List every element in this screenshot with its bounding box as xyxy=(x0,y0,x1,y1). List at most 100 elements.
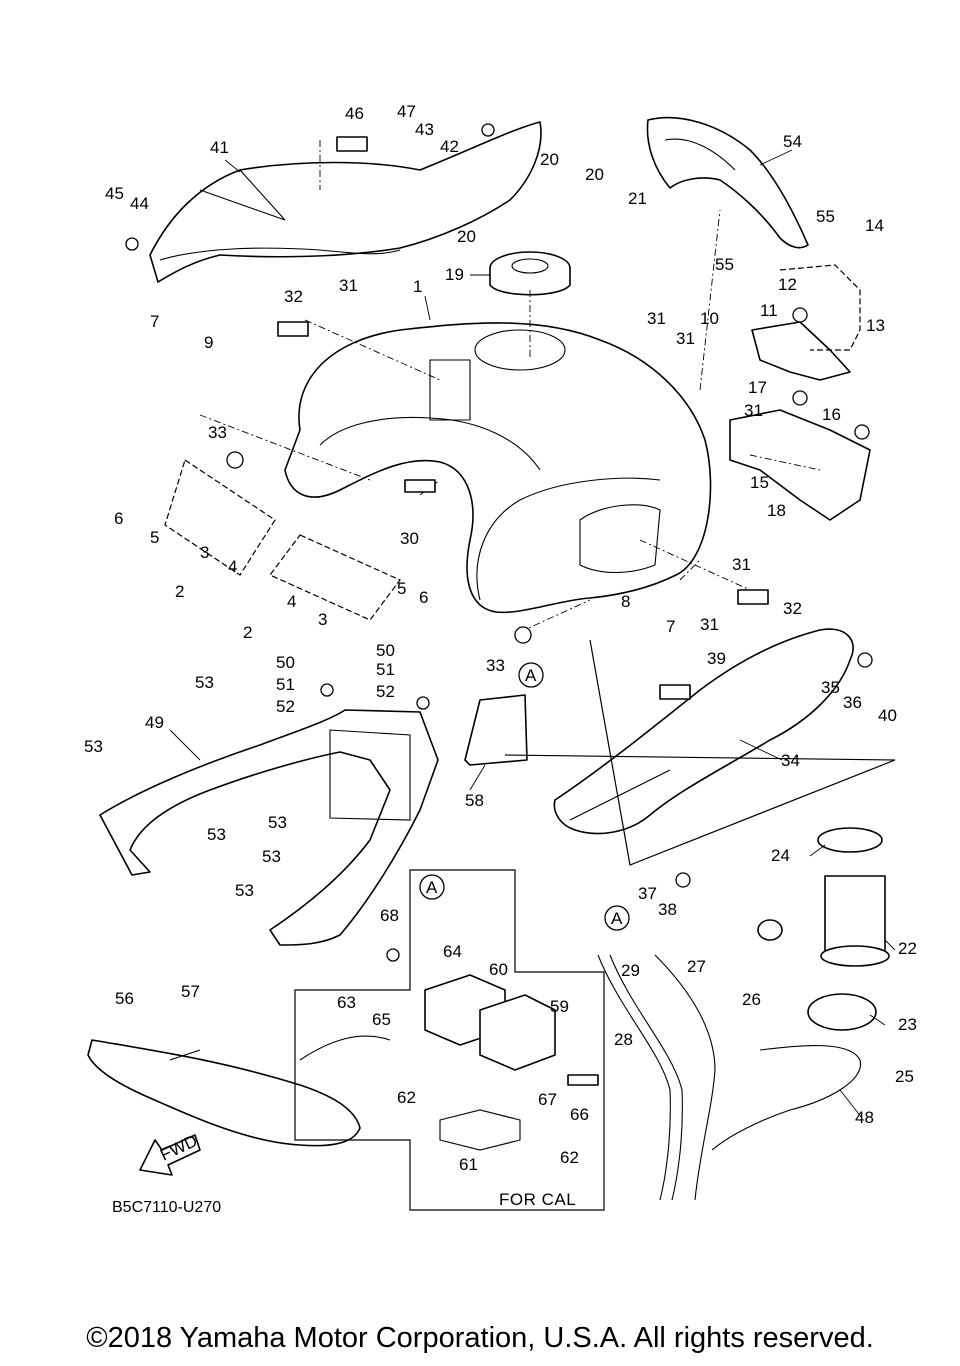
callout-52: 52 xyxy=(276,697,295,716)
fuel-pump xyxy=(711,827,890,1151)
callout-33: 33 xyxy=(208,423,227,442)
callout-10: 10 xyxy=(700,309,719,328)
callout-31: 31 xyxy=(339,276,358,295)
callout-9: 9 xyxy=(204,333,213,352)
fuel-cap xyxy=(489,251,571,296)
callout-58: 58 xyxy=(465,791,484,810)
callout-11: 11 xyxy=(760,301,778,320)
callout-38: 38 xyxy=(658,900,677,919)
callout-50: 50 xyxy=(376,641,395,660)
lock-bracket xyxy=(729,321,871,521)
callout-5: 5 xyxy=(397,579,406,598)
callout-57: 57 xyxy=(181,982,200,1001)
callout-61: 61 xyxy=(459,1155,478,1174)
callout-26: 26 xyxy=(742,990,761,1009)
callout-8: 8 xyxy=(621,592,630,611)
undertray xyxy=(87,1039,361,1147)
callout-45: 45 xyxy=(105,184,124,203)
charcoal-canister xyxy=(299,974,556,1151)
callout-33: 33 xyxy=(486,656,505,675)
callout-53: 53 xyxy=(262,847,281,866)
ref-a-2: A xyxy=(426,878,438,897)
callout-21: 21 xyxy=(628,189,647,208)
callout-54: 54 xyxy=(783,132,802,151)
callout-39: 39 xyxy=(707,649,726,668)
callout-53: 53 xyxy=(235,881,254,900)
hardware xyxy=(125,123,873,1086)
callout-44: 44 xyxy=(130,194,149,213)
side-cover-left xyxy=(149,121,542,283)
callout-49: 49 xyxy=(145,713,164,732)
hoses xyxy=(597,954,716,1201)
callout-18: 18 xyxy=(767,501,786,520)
assembly-lines xyxy=(199,140,821,633)
callout-24: 24 xyxy=(771,846,790,865)
callout-55: 55 xyxy=(715,255,734,274)
callout-31: 31 xyxy=(732,555,751,574)
callout-46: 46 xyxy=(345,104,364,123)
callout-17: 17 xyxy=(748,378,767,397)
for-cal-label: FOR CAL xyxy=(499,1190,577,1209)
callout-27: 27 xyxy=(687,957,706,976)
callout-30: 30 xyxy=(400,529,419,548)
callout-50: 50 xyxy=(276,653,295,672)
for-cal-box xyxy=(294,869,605,1211)
callout-56: 56 xyxy=(115,989,134,1008)
callout-53: 53 xyxy=(84,737,103,756)
callout-52: 52 xyxy=(376,682,395,701)
callout-6: 6 xyxy=(419,588,428,607)
callout-40: 40 xyxy=(878,706,897,725)
callout-2: 2 xyxy=(175,582,184,601)
callout-4: 4 xyxy=(287,592,296,611)
panel-58 xyxy=(464,694,528,766)
callout-41: 41 xyxy=(210,138,229,157)
callout-66: 66 xyxy=(570,1105,589,1124)
callout-14: 14 xyxy=(865,216,884,235)
callout-63: 63 xyxy=(337,993,356,1012)
callout-62: 62 xyxy=(560,1148,579,1167)
fwd-arrow: FWD xyxy=(139,1131,201,1176)
callout-7: 7 xyxy=(150,312,159,331)
callout-2: 2 xyxy=(243,623,252,642)
callout-35: 35 xyxy=(821,678,840,697)
callout-48: 48 xyxy=(855,1108,874,1127)
callout-31: 31 xyxy=(647,309,666,328)
callout-20: 20 xyxy=(540,150,559,169)
callout-32: 32 xyxy=(284,287,303,306)
callout-3: 3 xyxy=(200,543,209,562)
callout-43: 43 xyxy=(415,120,434,139)
callout-28: 28 xyxy=(614,1030,633,1049)
callout-53: 53 xyxy=(207,825,226,844)
callout-62: 62 xyxy=(397,1088,416,1107)
leader-lines xyxy=(169,149,896,1119)
copyright-notice: ©2018 Yamaha Motor Corporation, U.S.A. A… xyxy=(86,1322,874,1354)
ref-a-1: A xyxy=(525,666,537,685)
lower-cover xyxy=(99,709,439,946)
callout-15: 15 xyxy=(750,473,769,492)
callouts: 1 2 2 3 3 4 4 5 5 6 6 7 7 8 9 10 11 12 1… xyxy=(84,102,917,1174)
callout-47: 47 xyxy=(397,102,416,121)
callout-31: 31 xyxy=(700,615,719,634)
callout-32: 32 xyxy=(783,599,802,618)
callout-6: 6 xyxy=(114,509,123,528)
callout-51: 51 xyxy=(276,675,295,694)
callout-20: 20 xyxy=(457,227,476,246)
callout-53: 53 xyxy=(268,813,287,832)
callout-67: 67 xyxy=(538,1090,557,1109)
callout-25: 25 xyxy=(895,1067,914,1086)
callout-4: 4 xyxy=(228,557,237,576)
callout-1: 1 xyxy=(413,277,422,296)
callout-64: 64 xyxy=(443,942,462,961)
callout-7: 7 xyxy=(666,617,675,636)
callout-16: 16 xyxy=(822,405,841,424)
callout-22: 22 xyxy=(898,939,917,958)
side-cover-right xyxy=(553,628,854,835)
callout-59: 59 xyxy=(550,997,569,1016)
callout-5: 5 xyxy=(150,528,159,547)
callout-23: 23 xyxy=(898,1015,917,1034)
bracket-frames xyxy=(164,264,896,866)
callout-36: 36 xyxy=(843,693,862,712)
callout-31: 31 xyxy=(744,401,763,420)
callout-29: 29 xyxy=(621,961,640,980)
